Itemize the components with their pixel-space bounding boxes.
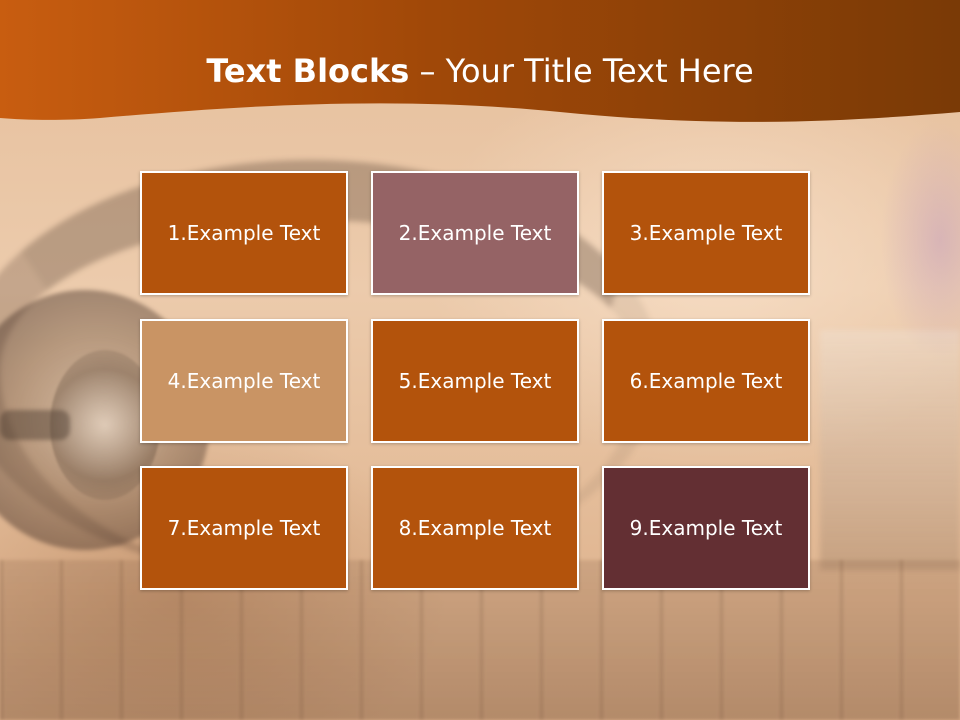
title-bold: Text Blocks xyxy=(206,52,410,90)
text-block-4: 4.Example Text xyxy=(140,319,348,443)
page-title: Text Blocks – Your Title Text Here xyxy=(0,52,960,90)
text-block-2: 2.Example Text xyxy=(371,171,579,295)
header-wave xyxy=(0,0,960,122)
text-block-7: 7.Example Text xyxy=(140,466,348,590)
text-block-5: 5.Example Text xyxy=(371,319,579,443)
text-block-1: 1.Example Text xyxy=(140,171,348,295)
mixer-panel xyxy=(820,330,960,570)
text-block-9: 9.Example Text xyxy=(602,466,810,590)
title-rest: Your Title Text Here xyxy=(445,52,754,90)
light-glow xyxy=(880,120,960,360)
title-dash: – xyxy=(409,52,446,90)
text-block-8: 8.Example Text xyxy=(371,466,579,590)
text-block-6: 6.Example Text xyxy=(602,319,810,443)
text-block-3: 3.Example Text xyxy=(602,171,810,295)
headphones-hinge xyxy=(0,410,70,440)
